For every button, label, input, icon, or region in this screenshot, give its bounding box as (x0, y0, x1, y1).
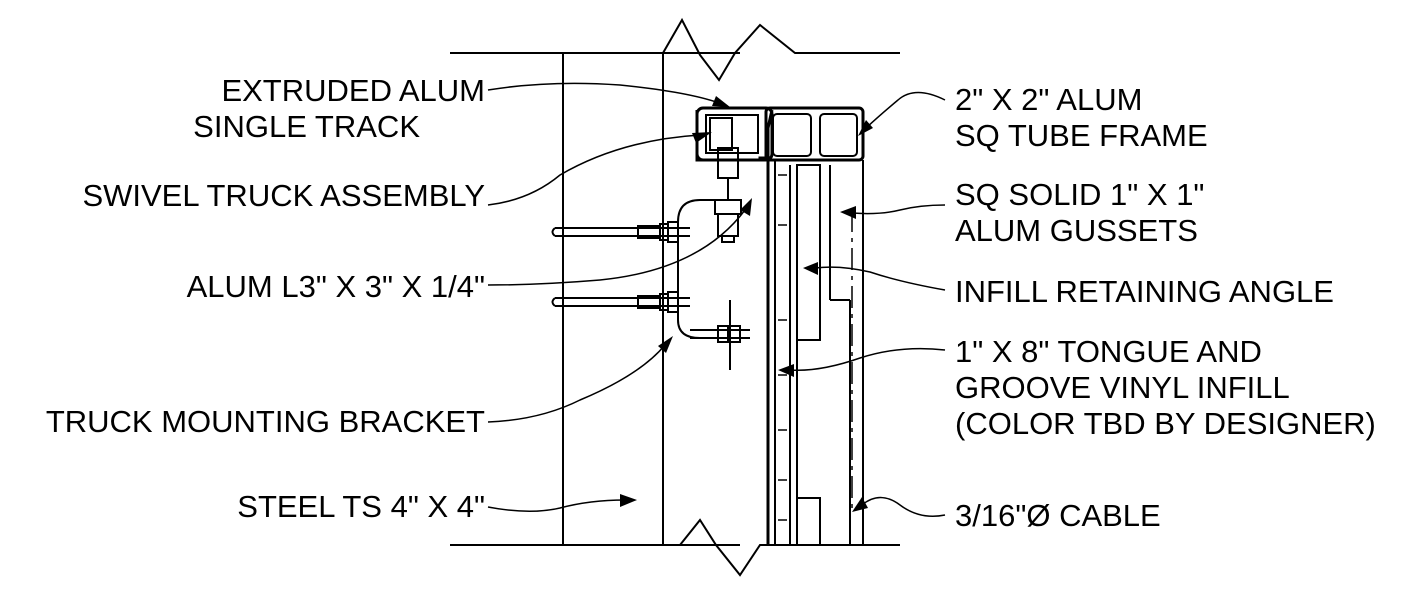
label-gussets-line1: SQ SOLID 1" X 1" (955, 177, 1204, 212)
label-extruded-track-line1: EXTRUDED ALUM (221, 73, 485, 108)
leaders-right (778, 91, 946, 517)
break-line-bottom (660, 518, 900, 577)
label-retaining-angle: INFILL RETAINING ANGLE (955, 274, 1334, 309)
label-extruded-track-line2: SINGLE TRACK (193, 109, 420, 144)
label-cable: 3/16"Ø CABLE (955, 498, 1161, 533)
label-swivel-truck: SWIVEL TRUCK ASSEMBLY (82, 178, 485, 213)
bottom-gusset (796, 497, 821, 546)
label-tube-frame-line2: SQ TUBE FRAME (955, 118, 1208, 153)
vinyl-infill (778, 174, 787, 521)
label-steel-ts: STEEL TS 4" X 4" (237, 489, 485, 524)
break-line-top (662, 17, 900, 82)
bracket-bolt (690, 325, 750, 343)
tube-frame (764, 106, 865, 162)
label-infill-line1: 1" X 8" TONGUE AND (955, 334, 1262, 369)
label-infill-line2: GROOVE VINYL INFILL (955, 370, 1290, 405)
anchor-bolt-upper (551, 221, 690, 243)
label-tube-frame-line1: 2" X 2" ALUM (955, 82, 1142, 117)
frame-verticals (766, 160, 864, 545)
label-gussets-line2: ALUM GUSSETS (955, 213, 1198, 248)
swivel-truck-assembly (709, 117, 742, 243)
leaders-left (487, 82, 752, 513)
label-alum-angle: ALUM L3" X 3" X 1/4" (187, 269, 485, 304)
anchor-bolt-lower (551, 291, 690, 313)
label-truck-bracket: TRUCK MOUNTING BRACKET (46, 404, 485, 439)
label-infill-line3: (COLOR TBD BY DESIGNER) (955, 406, 1376, 441)
infill-retaining-angle (796, 164, 821, 341)
